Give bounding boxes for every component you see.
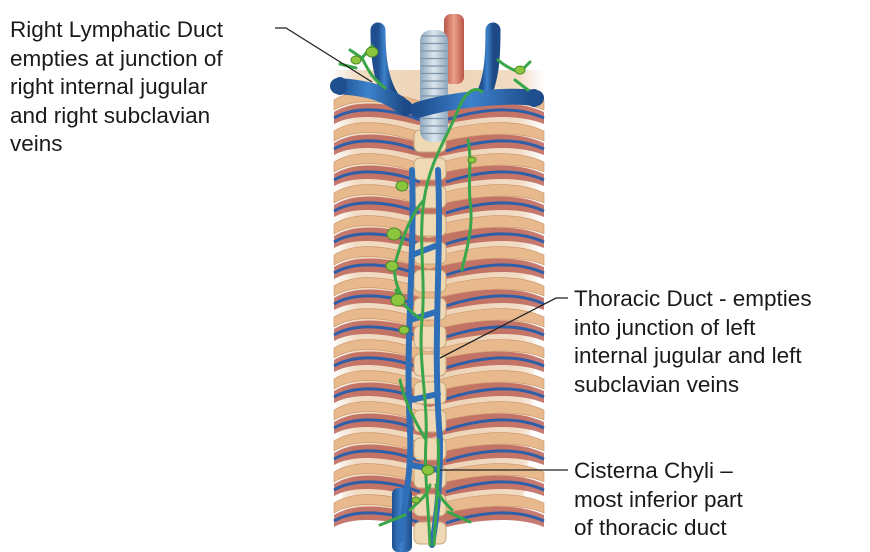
vertebra: [414, 270, 446, 292]
right-subclavian-vein: [333, 77, 347, 95]
left-subclavian-vein: [527, 89, 541, 107]
vertebra: [414, 326, 446, 348]
trachea: [420, 30, 448, 142]
